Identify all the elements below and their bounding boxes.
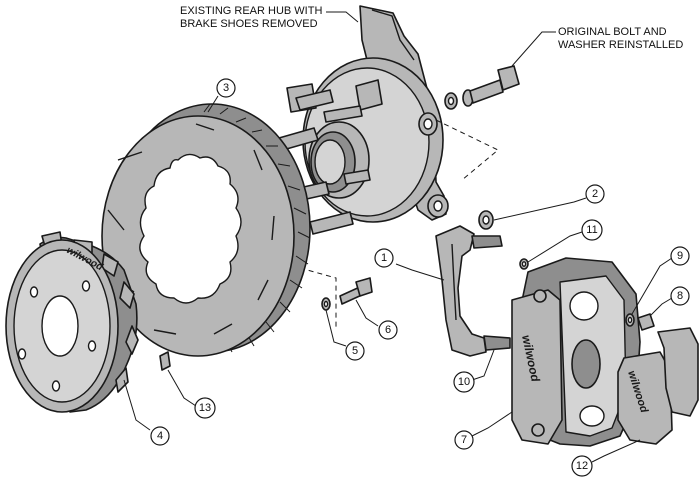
note-bolt-line2: WASHER REINSTALLED — [558, 39, 683, 51]
callout-13: 13 — [167, 369, 216, 419]
caliper: wilwood — [511, 257, 641, 447]
callout-7: 7 — [454, 411, 513, 450]
svg-text:12: 12 — [576, 460, 588, 472]
brake-pads: wilwood — [617, 327, 699, 445]
note-bolt: ORIGINAL BOLT AND WASHER REINSTALLED — [511, 26, 683, 67]
alignment-line-bolt — [435, 119, 499, 181]
svg-text:9: 9 — [677, 250, 683, 262]
note-hub: EXISTING REAR HUB WITH BRAKE SHOES REMOV… — [180, 5, 359, 30]
original-bolt-and-washer — [444, 65, 520, 110]
svg-text:8: 8 — [677, 290, 683, 302]
svg-text:2: 2 — [592, 188, 598, 200]
alignment-line-rotor — [299, 267, 337, 330]
svg-text:3: 3 — [223, 82, 229, 94]
rotor-hat: wilwood — [5, 231, 139, 413]
washer-9 — [625, 313, 635, 327]
rear-hub-assembly — [271, 5, 449, 235]
callout-12: 12 — [571, 439, 641, 477]
svg-text:1: 1 — [381, 252, 387, 264]
callout-10: 10 — [453, 349, 495, 393]
hat-washer — [321, 297, 331, 311]
callout-5: 5 — [325, 309, 365, 361]
svg-text:13: 13 — [199, 402, 211, 414]
svg-text:4: 4 — [157, 430, 163, 442]
note-bolt-line1: ORIGINAL BOLT AND — [558, 26, 667, 38]
callout-6: 6 — [355, 299, 398, 340]
note-hub-line2: BRAKE SHOES REMOVED — [180, 18, 318, 30]
callout-1: 1 — [374, 248, 445, 281]
bolt-small-13 — [159, 351, 171, 371]
callout-9: 9 — [631, 246, 690, 315]
svg-text:5: 5 — [352, 345, 358, 357]
callout-3: 3 — [207, 78, 236, 113]
svg-text:6: 6 — [385, 324, 391, 336]
callout-8: 8 — [649, 286, 690, 317]
washer-2 — [478, 210, 494, 230]
callout-4: 4 — [123, 379, 170, 446]
washer-11 — [519, 258, 529, 270]
rotor — [101, 103, 311, 357]
caliper-bracket — [435, 225, 511, 357]
svg-text:10: 10 — [458, 376, 470, 388]
callout-2: 2 — [493, 184, 605, 221]
nut-8 — [637, 313, 655, 331]
svg-text:7: 7 — [461, 434, 467, 446]
rotor-slots — [107, 123, 275, 335]
hat-bolt — [339, 277, 373, 305]
svg-text:11: 11 — [586, 224, 597, 236]
callout-11: 11 — [527, 219, 603, 263]
note-hub-line1: EXISTING REAR HUB WITH — [180, 5, 322, 17]
